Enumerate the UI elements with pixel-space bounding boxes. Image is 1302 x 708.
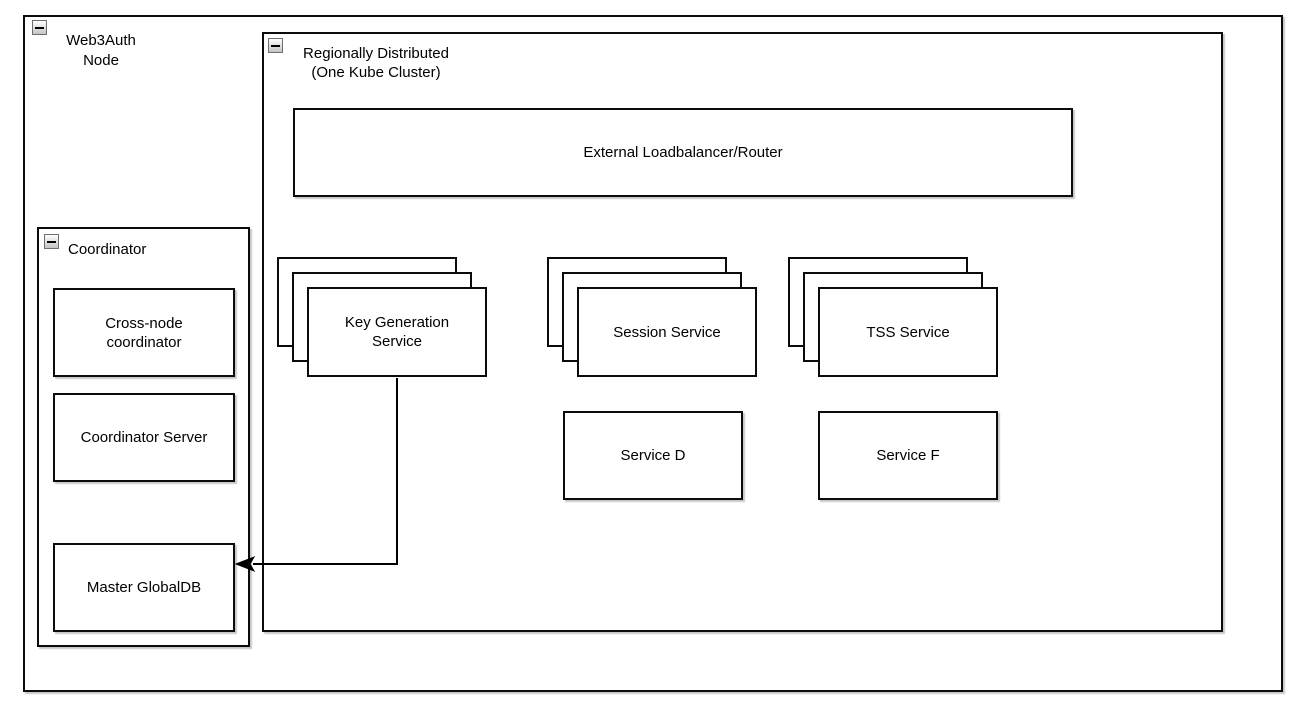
stack-tss-service[interactable]: TSS Service <box>788 257 999 378</box>
collapse-minus-icon[interactable] <box>268 38 283 53</box>
key-generation-service-label: Key Generation Service <box>344 314 450 350</box>
coordinator-label: Coordinator <box>68 241 147 258</box>
node-coordinator-server[interactable]: Coordinator Server <box>53 393 235 482</box>
session-service-label: Session Service <box>613 323 721 341</box>
node-service-d[interactable]: Service D <box>563 411 743 500</box>
stack-session-service[interactable]: Session Service <box>547 257 758 378</box>
collapse-minus-icon[interactable] <box>32 20 47 35</box>
node-master-globaldb[interactable]: Master GlobalDB <box>53 543 235 632</box>
master-globaldb-label: Master GlobalDB <box>86 579 202 596</box>
minus-glyph <box>47 240 56 243</box>
node-tss-service[interactable]: TSS Service <box>818 287 998 377</box>
tss-service-label: TSS Service <box>866 323 950 341</box>
stack-key-generation-service[interactable]: Key Generation Service <box>277 257 488 378</box>
external-loadbalancer-label: External Loadbalancer/Router <box>583 144 783 161</box>
node-service-f[interactable]: Service F <box>818 411 998 500</box>
service-f-label: Service F <box>876 447 940 464</box>
node-key-generation-service[interactable]: Key Generation Service <box>307 287 487 377</box>
node-cross-node-coordinator[interactable]: Cross-node coordinator <box>53 288 235 377</box>
minus-glyph <box>271 44 280 47</box>
collapse-minus-icon[interactable] <box>44 234 59 249</box>
web3auth-node-label: Web3Auth Node <box>66 32 136 69</box>
service-d-label: Service D <box>620 447 686 464</box>
region-label: Regionally Distributed (One Kube Cluster… <box>303 45 449 81</box>
node-session-service[interactable]: Session Service <box>577 287 757 377</box>
node-external-loadbalancer[interactable]: External Loadbalancer/Router <box>293 108 1073 197</box>
minus-glyph <box>35 26 44 29</box>
coordinator-server-label: Coordinator Server <box>80 429 208 446</box>
cross-node-coordinator-label: Cross-node coordinator <box>105 314 183 351</box>
